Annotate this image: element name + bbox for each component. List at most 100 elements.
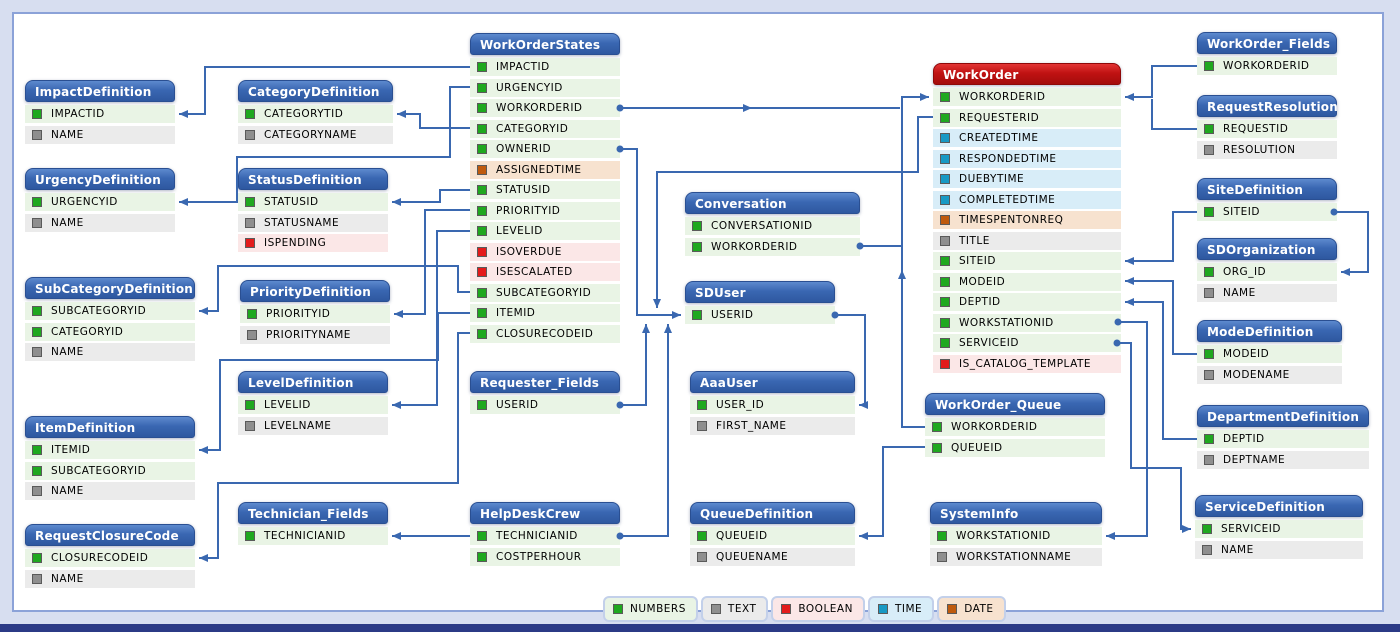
field-label: SUBCATEGORYID: [496, 286, 592, 299]
table-title[interactable]: SDOrganization: [1197, 238, 1337, 260]
field-label: COSTPERHOUR: [496, 550, 582, 563]
table-title[interactable]: LevelDefinition: [238, 371, 388, 393]
table-title[interactable]: UrgencyDefinition: [25, 168, 175, 190]
numbers-type-icon: [247, 309, 257, 319]
field-row: USER_ID: [690, 396, 855, 414]
field-label: SUBCATEGORYID: [51, 305, 147, 317]
table-title[interactable]: RequestResolution: [1197, 95, 1338, 117]
table-title[interactable]: CategoryDefinition: [238, 80, 393, 102]
table-title[interactable]: SystemInfo: [930, 502, 1102, 524]
field-row: DEPTID: [933, 293, 1121, 311]
table-title[interactable]: Requester_Fields: [470, 371, 620, 393]
numbers-type-icon: [32, 197, 42, 207]
table-title[interactable]: Technician_Fields: [238, 502, 388, 524]
boolean-type-icon: [245, 238, 255, 248]
legend-label: BOOLEAN: [798, 603, 853, 615]
table-title[interactable]: Conversation: [685, 192, 860, 214]
table-title[interactable]: SiteDefinition: [1197, 178, 1337, 200]
table-title[interactable]: DepartmentDefinition: [1197, 405, 1369, 427]
table-title[interactable]: RequestClosureCode: [25, 524, 195, 546]
table-title[interactable]: SubCategoryDefinition: [25, 277, 195, 299]
text-type-icon: [245, 217, 255, 228]
field-row: NAME: [25, 125, 175, 144]
table-title[interactable]: AaaUser: [690, 371, 855, 393]
text-type-icon: [937, 551, 947, 562]
field-rows: SITEID: [1197, 203, 1337, 221]
table-title[interactable]: ItemDefinition: [25, 416, 195, 438]
field-label: CLOSURECODEID: [51, 552, 149, 564]
field-row: CREATEDTIME: [933, 129, 1121, 147]
table-title[interactable]: ModeDefinition: [1197, 320, 1342, 342]
text-type-icon: [1204, 454, 1214, 465]
table-title[interactable]: WorkOrder_Fields: [1197, 32, 1337, 54]
numbers-type-icon: [613, 604, 623, 614]
field-label: PRIORITYID: [266, 308, 331, 320]
numbers-type-icon: [477, 144, 487, 154]
table-title[interactable]: SDUser: [685, 281, 835, 303]
field-row: WORKORDERID: [1197, 57, 1337, 75]
field-row: SITEID: [933, 252, 1121, 270]
field-row: CONVERSATIONID: [685, 217, 860, 235]
numbers-type-icon: [477, 82, 487, 93]
text-type-icon: [247, 329, 257, 340]
numbers-type-icon: [477, 328, 487, 339]
numbers-type-icon: [32, 553, 42, 563]
table-title[interactable]: WorkOrder_Queue: [925, 393, 1105, 415]
numbers-type-icon: [32, 109, 42, 119]
field-label: MODENAME: [1223, 368, 1290, 381]
numbers-type-icon: [940, 297, 950, 307]
table-title[interactable]: PriorityDefinition: [240, 280, 390, 302]
table-title[interactable]: HelpDeskCrew: [470, 502, 620, 524]
field-label: RESPONDEDTIME: [959, 152, 1057, 165]
text-type-icon: [1204, 144, 1214, 155]
field-label: DEPTID: [959, 296, 1001, 308]
table-title[interactable]: ServiceDefinition: [1195, 495, 1363, 517]
table-title[interactable]: ImpactDefinition: [25, 80, 175, 102]
field-label: TITLE: [959, 234, 990, 247]
field-label: WORKORDERID: [496, 102, 583, 114]
table-title[interactable]: QueueDefinition: [690, 502, 855, 524]
field-label: NAME: [51, 485, 84, 497]
table-title[interactable]: StatusDefinition: [238, 168, 388, 190]
field-row: WORKSTATIONID: [930, 527, 1102, 545]
field-label: REQUESTERID: [959, 111, 1040, 124]
field-row: NAME: [25, 343, 195, 361]
field-label: DEPTNAME: [1223, 453, 1286, 466]
table-title[interactable]: WorkOrder: [933, 63, 1121, 85]
field-row: IMPACTID: [470, 58, 620, 76]
date-type-icon: [947, 604, 958, 614]
table-title[interactable]: WorkOrderStates: [470, 33, 620, 55]
